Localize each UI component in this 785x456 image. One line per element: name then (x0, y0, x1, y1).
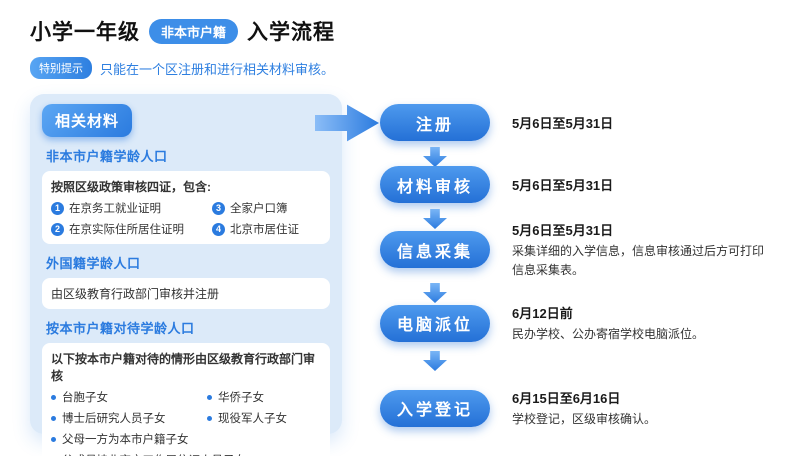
list-item-label: 台胞子女 (62, 392, 108, 404)
list-item: 华侨子女 (207, 389, 321, 405)
foreign-materials-box: 由区级教育行政部门审核并注册 (42, 278, 330, 309)
down-arrow-icon (423, 283, 447, 303)
list-item: 博士后研究人员子女 (51, 410, 207, 426)
flow-step-material-review: 材料审核 5月6日至5月31日 (380, 166, 775, 203)
certificate-item: 4 北京市居住证 (212, 221, 321, 237)
down-arrow-icon (423, 351, 447, 371)
materials-panel: 相关材料 非本市户籍学龄人口 按照区级政策审核四证，包含: 1 在京务工就业证明… (30, 94, 342, 456)
certificate-label: 在京实际住所居住证明 (69, 224, 184, 236)
list-item-label: 华侨子女 (218, 392, 264, 404)
non-local-materials-box: 按照区级政策审核四证，包含: 1 在京务工就业证明 2 在京实际住所居住证明 3… (42, 171, 330, 244)
step-info: 5月6日至5月31日 (512, 175, 775, 194)
step-material-review-button[interactable]: 材料审核 (380, 166, 490, 203)
number-badge: 4 (212, 222, 225, 236)
treated-as-local-list: 台胞子女 华侨子女 博士后研究人员子女 现役军人子女 父母一方为本市户籍子女 (51, 389, 321, 456)
section-heading-treated-as-local: 按本市户籍对待学龄人口 (46, 321, 195, 336)
section-heading-non-local: 非本市户籍学龄人口 (46, 149, 168, 164)
tip-row: 特别提示 只能在一个区注册和进行相关材料审核。 (30, 57, 334, 79)
certificate-item: 3 全家户口簿 (212, 200, 321, 216)
certificate-label: 在京务工就业证明 (69, 203, 161, 215)
flow-step-computer-allocation: 电脑派位 6月12日前 民办学校、公办寄宿学校电脑派位。 (380, 303, 775, 344)
number-badge: 3 (212, 201, 225, 215)
list-item: 台胞子女 (51, 389, 207, 405)
certificate-item: 2 在京实际住所居住证明 (51, 221, 206, 237)
page-title: 小学一年级 (30, 21, 140, 44)
bullet-dot-icon (207, 415, 212, 421)
bullet-dot-icon (51, 436, 56, 442)
list-item-label: 父母一方为本市户籍子女 (62, 434, 189, 446)
step-info: 5月6日至5月31日 采集详细的入学信息，信息审核通过后方可打印信息采集表。 (512, 220, 775, 279)
flow-step-info-collection: 信息采集 5月6日至5月31日 采集详细的入学信息，信息审核通过后方可打印信息采… (380, 220, 775, 279)
certificates-intro: 按照区级政策审核四证，包含: (51, 180, 211, 194)
step-date: 6月12日前 (512, 306, 573, 321)
step-info: 5月6日至5月31日 (512, 113, 775, 132)
step-info-collection-button[interactable]: 信息采集 (380, 231, 490, 269)
tip-text: 只能在一个区注册和进行相关材料审核。 (100, 61, 335, 77)
number-badge: 2 (51, 222, 64, 236)
section-heading-foreign: 外国籍学龄人口 (46, 256, 141, 271)
list-item-label: 博士后研究人员子女 (62, 413, 166, 425)
page-header: 小学一年级 非本市户籍 入学流程 (30, 16, 335, 46)
certificates-grid: 1 在京务工就业证明 2 在京实际住所居住证明 3 全家户口簿 4 北京市居住证 (51, 200, 321, 237)
step-info: 6月15日至6月16日 学校登记，区级审核确认。 (512, 388, 775, 429)
certificate-label: 全家户口簿 (230, 203, 288, 215)
bullet-dot-icon (51, 394, 56, 400)
page-title-suffix: 入学流程 (247, 21, 336, 44)
flow-step-enrollment-registration: 入学登记 6月15日至6月16日 学校登记，区级审核确认。 (380, 388, 775, 429)
bullet-dot-icon (207, 394, 212, 400)
tip-badge: 特别提示 (30, 57, 92, 79)
step-date: 5月6日至5月31日 (512, 223, 614, 238)
step-info: 6月12日前 民办学校、公办寄宿学校电脑派位。 (512, 303, 775, 344)
flow-step-register: 注册 5月6日至5月31日 (380, 104, 775, 141)
foreign-materials-text: 由区级教育行政部门审核并注册 (51, 287, 220, 301)
treated-as-local-box: 以下按本市户籍对待的情形由区级教育行政部门审核 台胞子女 华侨子女 博士后研究人… (42, 343, 330, 456)
certificate-label: 北京市居住证 (230, 224, 299, 236)
step-date: 5月6日至5月31日 (512, 116, 614, 131)
step-description: 学校登记，区级审核确认。 (512, 412, 657, 426)
list-item: 父或母持北京市工作居住证人员子女 (51, 452, 321, 456)
certificate-item: 1 在京务工就业证明 (51, 200, 206, 216)
down-arrow-icon (423, 147, 447, 167)
list-item: 现役军人子女 (207, 410, 321, 426)
treated-as-local-intro: 以下按本市户籍对待的情形由区级教育行政部门审核 (51, 352, 316, 383)
step-date: 6月15日至6月16日 (512, 391, 621, 406)
list-item-label: 父或母持北京市工作居住证人员子女 (62, 452, 246, 456)
step-enrollment-registration-button[interactable]: 入学登记 (380, 389, 490, 427)
list-item-label: 现役军人子女 (218, 413, 287, 425)
materials-panel-title: 相关材料 (42, 104, 133, 137)
step-description: 采集详细的入学信息，信息审核通过后方可打印信息采集表。 (512, 244, 765, 277)
step-description: 民办学校、公办寄宿学校电脑派位。 (512, 327, 705, 341)
number-badge: 1 (51, 201, 64, 215)
step-register-button[interactable]: 注册 (380, 104, 490, 141)
bullet-dot-icon (51, 415, 56, 421)
household-type-badge: 非本市户籍 (149, 18, 239, 44)
step-computer-allocation-button[interactable]: 电脑派位 (380, 304, 490, 342)
list-item: 父母一方为本市户籍子女 (51, 431, 321, 447)
step-date: 5月6日至5月31日 (512, 178, 614, 193)
